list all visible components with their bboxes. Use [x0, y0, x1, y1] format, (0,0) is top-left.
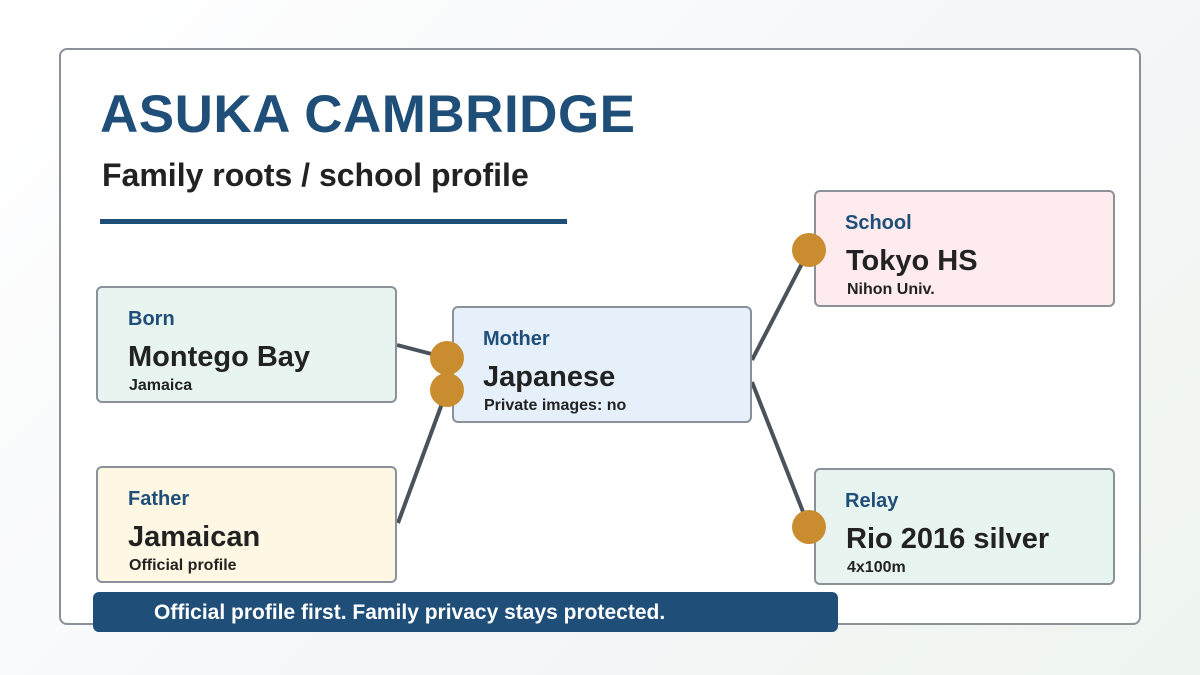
title-underline: [100, 219, 567, 224]
node-relay-label: Relay: [845, 490, 899, 512]
node-born-label: Born: [128, 308, 175, 330]
connector-mother-relay: [750, 381, 811, 528]
node-mother-value: Japanese: [483, 361, 616, 393]
node-school: School Tokyo HS Nihon Univ.: [814, 190, 1115, 307]
node-born-value: Montego Bay: [128, 341, 311, 373]
node-mother-label: Mother: [483, 328, 550, 350]
node-father-label: Father: [128, 488, 190, 510]
connector-mother-school: [750, 249, 811, 361]
node-school-sub: Nihon Univ.: [847, 281, 935, 298]
node-born-sub: Jamaica: [129, 377, 193, 394]
node-relay: Relay Rio 2016 silver 4x100m: [814, 468, 1115, 585]
node-father: Father Jamaican Official profile: [96, 466, 397, 583]
page-title: ASUKA CAMBRIDGE: [100, 85, 636, 144]
node-relay-sub: 4x100m: [847, 559, 906, 576]
connector-dot-born: [430, 341, 464, 375]
node-relay-value: Rio 2016 silver: [846, 523, 1050, 555]
node-mother-sub: Private images: no: [484, 397, 627, 414]
node-school-value: Tokyo HS: [846, 245, 978, 277]
connector-dot-relay: [792, 510, 826, 544]
node-father-sub: Official profile: [129, 557, 237, 574]
page-subtitle: Family roots / school profile: [102, 157, 529, 193]
connector-father-mother: [396, 389, 449, 524]
connector-dot-father: [430, 373, 464, 407]
connector-dot-school: [792, 233, 826, 267]
node-father-value: Jamaican: [128, 521, 261, 553]
node-mother: Mother Japanese Private images: no: [452, 306, 752, 423]
privacy-banner: Official profile first. Family privacy s…: [93, 592, 838, 632]
node-school-label: School: [845, 212, 912, 234]
node-born: Born Montego Bay Jamaica: [96, 286, 397, 403]
